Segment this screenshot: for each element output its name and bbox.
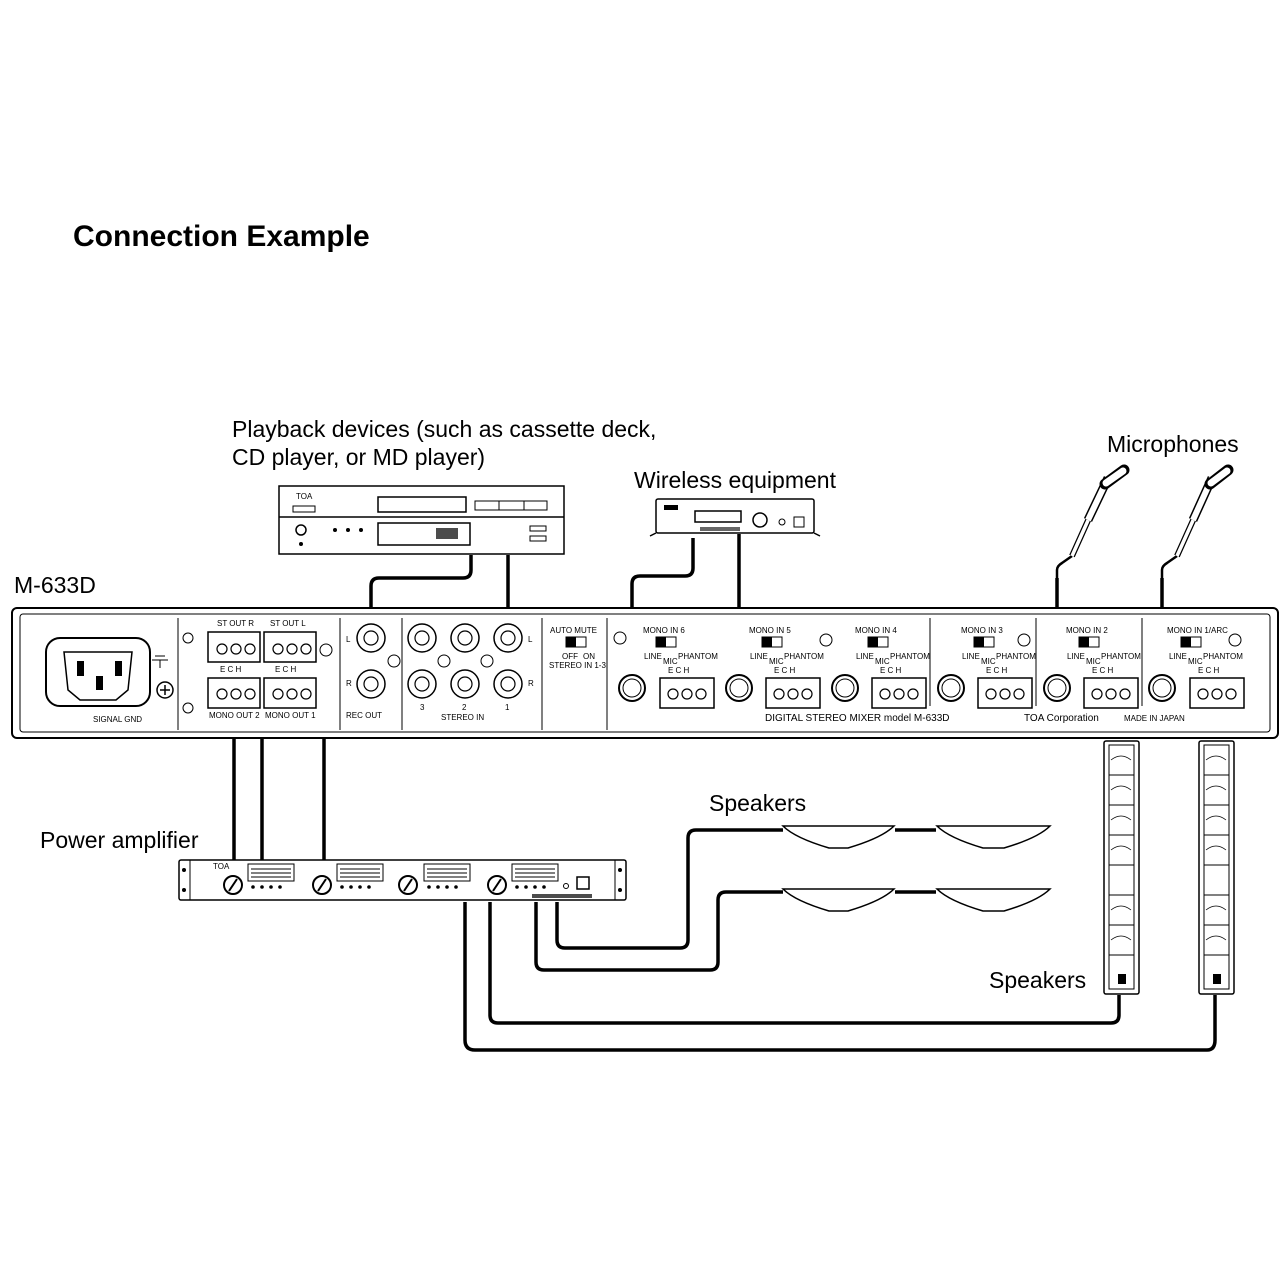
rec-out-label: REC OUT [346, 711, 382, 720]
cable-wireless-mono6 [630, 538, 695, 688]
playback-device: TOA [278, 485, 565, 555]
panel-label: PHANTOM [1203, 652, 1243, 661]
panel-label: E C H [1198, 666, 1220, 675]
playback-label-1: Playback devices (such as cassette deck, [232, 416, 657, 442]
ceiling-speakers-label: Speakers [709, 790, 807, 816]
panel-label: MIC [1086, 657, 1101, 666]
microphone-2 [1160, 464, 1234, 578]
auto-mute-label: AUTO MUTE [550, 626, 597, 635]
wireless-receiver [649, 498, 821, 537]
microphones-label: Microphones [1107, 431, 1239, 457]
mono-in-4-label: MONO IN 4 [855, 626, 897, 635]
page-title: Connection Example [73, 220, 370, 253]
stereo-in-label: STEREO IN [441, 713, 484, 722]
mono-in-6-label: MONO IN 6 [643, 626, 685, 635]
column-speakers-label: Speakers [989, 967, 1087, 993]
cable-amp-column-1 [488, 902, 1121, 1025]
microphone-1 [1055, 464, 1130, 578]
st-out-r-label: ST OUT R [217, 619, 254, 628]
wireless-label: Wireless equipment [634, 467, 836, 493]
panel-label: MIC [663, 657, 678, 666]
column-speaker-1 [1103, 740, 1140, 995]
panel-label: LINE [1067, 652, 1085, 661]
panel-label: PHANTOM [996, 652, 1036, 661]
cable-amp-ceiling-2 [534, 890, 783, 972]
mono-in-3-label: MONO IN 3 [961, 626, 1003, 635]
panel-label: PHANTOM [784, 652, 824, 661]
panel-label: MIC [981, 657, 996, 666]
panel-label: LINE [962, 652, 980, 661]
panel-label: E C H [880, 666, 902, 675]
ceiling-speaker-icon-4 [935, 888, 1052, 912]
panel-label: LINE [1169, 652, 1187, 661]
amp-brand: TOA [213, 862, 230, 871]
power-amplifier-label: Power amplifier [40, 827, 199, 853]
mixer-model-label: M-633D [14, 572, 96, 598]
st-out-l-label: ST OUT L [270, 619, 306, 628]
auto-mute-off: OFF [562, 652, 578, 661]
playback-brand: TOA [296, 492, 313, 501]
ceiling-speaker-icon-3 [781, 888, 896, 912]
panel-label: LINE [856, 652, 874, 661]
auto-mute-stereo-in: STEREO IN 1-3 [549, 661, 606, 670]
panel-label: E C H [986, 666, 1008, 675]
st-out-ech-1: E C H [220, 665, 242, 674]
power-amplifier: TOA [178, 859, 627, 901]
st-out-ech-2: E C H [275, 665, 297, 674]
mono-in-1-label: MONO IN 1/ARC [1167, 626, 1228, 635]
panel-label: E C H [668, 666, 690, 675]
panel-label: MIC [1188, 657, 1203, 666]
mixer-footer-corp: TOA Corporation [1024, 713, 1099, 724]
mixer-footer-made: MADE IN JAPAN [1124, 714, 1185, 723]
panel-label: MIC [875, 657, 890, 666]
stereo-num-1: 1 [505, 703, 510, 712]
cable-amp-column-2 [463, 902, 1217, 1052]
panel-label: E C H [774, 666, 796, 675]
stereo-num-3: 3 [420, 703, 425, 712]
signal-gnd-label: SIGNAL GND [93, 715, 142, 724]
rec-out-l: L [346, 635, 351, 644]
panel-label: LINE [644, 652, 662, 661]
panel-label: PHANTOM [1101, 652, 1141, 661]
column-speaker-2 [1198, 740, 1235, 995]
stereo-num-2: 2 [462, 703, 467, 712]
ceiling-speakers [781, 825, 1052, 912]
mono-out-2-label: MONO OUT 2 [209, 711, 260, 720]
cable-amp-ceiling-1 [555, 828, 783, 950]
panel-label: PHANTOM [890, 652, 930, 661]
mono-out-1-label: MONO OUT 1 [265, 711, 316, 720]
panel-label: LINE [750, 652, 768, 661]
panel-label: E C H [1092, 666, 1114, 675]
mixer-rear-panel: SIGNAL GND ST OUT R ST OUT L E C H E C H… [11, 607, 1279, 739]
stereo-in-l: L [528, 635, 533, 644]
panel-label: PHANTOM [678, 652, 718, 661]
mixer-footer-model: DIGITAL STEREO MIXER model M-633D [765, 713, 950, 724]
mono-in-5-label: MONO IN 5 [749, 626, 791, 635]
cable-playback-rec-out [369, 555, 473, 684]
ceiling-speaker-icon-1 [781, 825, 896, 849]
playback-label-2: CD player, or MD player) [232, 444, 486, 470]
auto-mute-on: ON [583, 652, 595, 661]
rec-out-r: R [346, 679, 352, 688]
panel-label: MIC [769, 657, 784, 666]
stereo-in-r: R [528, 679, 534, 688]
mono-in-2-label: MONO IN 2 [1066, 626, 1108, 635]
ceiling-speaker-icon-2 [935, 825, 1052, 849]
